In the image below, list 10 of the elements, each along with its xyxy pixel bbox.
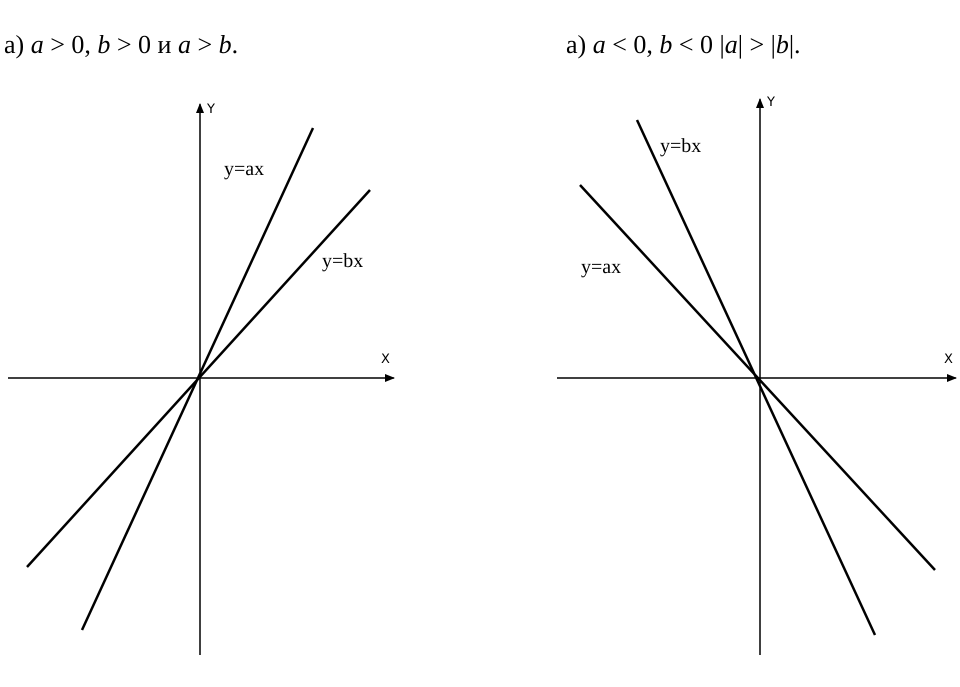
- line-label: y=ax: [581, 256, 622, 279]
- heading: а) a > 0, b > 0 и a > b.: [4, 30, 238, 60]
- line-label: y=bx: [322, 250, 364, 273]
- axis-label: Y: [767, 95, 775, 110]
- heading: а) a < 0, b < 0 |a| > |b|.: [566, 30, 801, 60]
- axis-label: X: [944, 352, 953, 367]
- line-label: y=bx: [660, 135, 702, 158]
- axis-label: Y: [207, 102, 215, 117]
- axis-label: X: [381, 352, 390, 367]
- line-label: y=ax: [224, 158, 264, 181]
